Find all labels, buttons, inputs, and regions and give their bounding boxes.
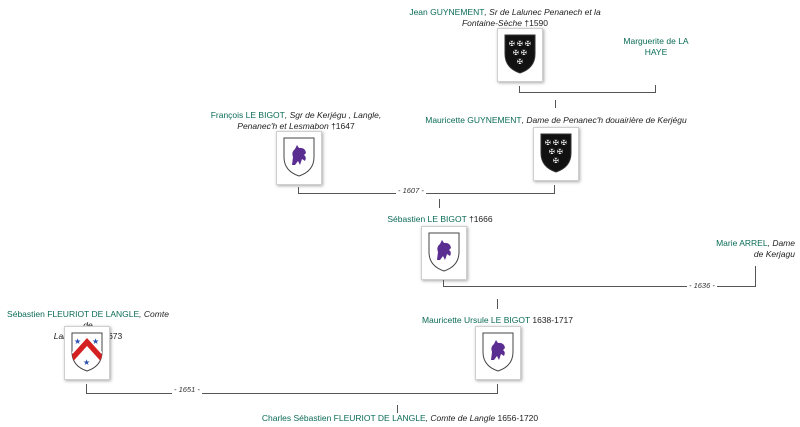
svg-text:✠: ✠ — [545, 139, 551, 147]
person-name-link[interactable]: Charles Sébastien FLEURIOT DE LANGLE — [261, 413, 426, 423]
person-dates: †1647 — [328, 121, 355, 131]
person-title: de Kerjagu — [753, 249, 795, 259]
couple-line — [86, 393, 498, 394]
svg-text:✠: ✠ — [549, 148, 555, 156]
marriage-date-label: - 1636 - — [687, 281, 717, 290]
lion-shield-icon — [283, 137, 315, 177]
person-name-link[interactable]: Sébastien LE BIGOT — [387, 214, 467, 224]
couple-line — [443, 280, 444, 287]
svg-text:★: ★ — [92, 337, 99, 346]
coat-of-arms-guynement: ✠✠✠ ✠✠ ✠ — [533, 127, 579, 181]
person-name-link[interactable]: Marie ARREL — [716, 238, 768, 248]
marriage-date-label: - 1651 - — [172, 385, 202, 394]
ermine-crosses-shield-icon: ✠✠✠ ✠✠ ✠ — [540, 133, 572, 173]
coat-of-arms-fleuriot: ★ ★ ★ — [64, 326, 110, 380]
person-marguerite-de-la-haye: Marguerite de LA HAYE — [612, 36, 700, 58]
person-title: Penanec'h et Lesmabon — [237, 121, 329, 131]
svg-text:✠: ✠ — [513, 49, 519, 57]
coat-of-arms-le-bigot — [421, 226, 467, 280]
svg-text:✠: ✠ — [553, 157, 559, 165]
descent-line — [397, 405, 398, 413]
person-dates: †1666 — [466, 214, 493, 224]
person-title: , Comte de — [83, 309, 169, 330]
descent-line — [439, 199, 440, 208]
svg-text:✠: ✠ — [521, 49, 527, 57]
person-name-link[interactable]: HAYE — [644, 47, 668, 57]
person-charles-sebastien-fleuriot-de-langle: Charles Sébastien FLEURIOT DE LANGLE, Co… — [250, 413, 550, 424]
couple-line — [755, 266, 756, 287]
person-name-link[interactable]: Jean GUYNEMENT — [409, 7, 485, 17]
person-name-link[interactable]: François LE BIGOT — [210, 110, 285, 120]
person-title: , Comte de Langle — [425, 413, 496, 423]
descent-line — [497, 299, 498, 309]
person-dates: †1590 — [522, 18, 548, 28]
person-title: Fontaine-Sèche — [461, 18, 522, 28]
person-mauricette-guynement: Mauricette GUYNEMENT, Dame de Penanec'h … — [418, 115, 694, 126]
couple-line — [554, 185, 555, 194]
svg-text:✠: ✠ — [517, 58, 523, 66]
couple-line — [86, 384, 87, 394]
person-title: , Sgr de Kerjégu , Langle, — [284, 110, 382, 120]
coat-of-arms-guynement: ✠✠✠ ✠✠ ✠ — [497, 28, 543, 82]
couple-line — [519, 92, 656, 93]
lion-shield-icon — [428, 232, 460, 272]
svg-text:✠: ✠ — [509, 40, 515, 48]
person-jean-guynement: Jean GUYNEMENT, Sr de Lalunec Penanech e… — [405, 7, 605, 29]
person-francois-le-bigot: François LE BIGOT, Sgr de Kerjégu , Lang… — [208, 110, 384, 132]
ermine-crosses-shield-icon: ✠✠✠ ✠✠ ✠ — [504, 34, 536, 74]
couple-line — [298, 187, 299, 194]
couple-line — [655, 85, 656, 93]
person-marie-arrel: Marie ARREL, Dame de Kerjagu — [690, 238, 795, 260]
person-dates: 1656-1720 — [495, 413, 539, 423]
descent-line — [555, 100, 556, 108]
svg-text:✠: ✠ — [557, 148, 563, 156]
coat-of-arms-le-bigot — [276, 131, 322, 185]
svg-text:★: ★ — [83, 358, 90, 367]
person-title: , Dame — [767, 238, 795, 248]
lion-shield-icon — [482, 332, 514, 372]
person-name-link[interactable]: Sébastien FLEURIOT DE LANGLE — [7, 309, 140, 319]
person-title: , Dame de Penanec'h douairière de Kerjég… — [521, 115, 687, 125]
person-title: , Sr de Lalunec Penanech et la — [484, 7, 601, 17]
coat-of-arms-le-bigot — [475, 326, 521, 380]
svg-text:★: ★ — [74, 337, 81, 346]
person-mauricette-ursule-le-bigot: Mauricette Ursule LE BIGOT 1638-1717 — [410, 315, 585, 326]
svg-text:✠: ✠ — [517, 40, 523, 48]
svg-text:✠: ✠ — [553, 139, 559, 147]
person-sebastien-le-bigot: Sébastien LE BIGOT †1666 — [370, 214, 510, 225]
svg-text:✠: ✠ — [525, 40, 531, 48]
chevron-stars-shield-icon: ★ ★ ★ — [71, 332, 103, 372]
marriage-date-label: - 1607 - — [396, 186, 426, 195]
couple-line — [497, 384, 498, 394]
svg-text:✠: ✠ — [561, 139, 567, 147]
couple-line — [298, 193, 555, 194]
person-name-link[interactable]: Mauricette GUYNEMENT — [425, 115, 522, 125]
couple-line — [519, 86, 520, 93]
person-name-link[interactable]: Mauricette Ursule LE BIGOT — [421, 315, 530, 325]
couple-line — [443, 286, 756, 287]
person-name-link[interactable]: Marguerite de LA — [623, 36, 689, 46]
person-dates: 1638-1717 — [530, 315, 574, 325]
